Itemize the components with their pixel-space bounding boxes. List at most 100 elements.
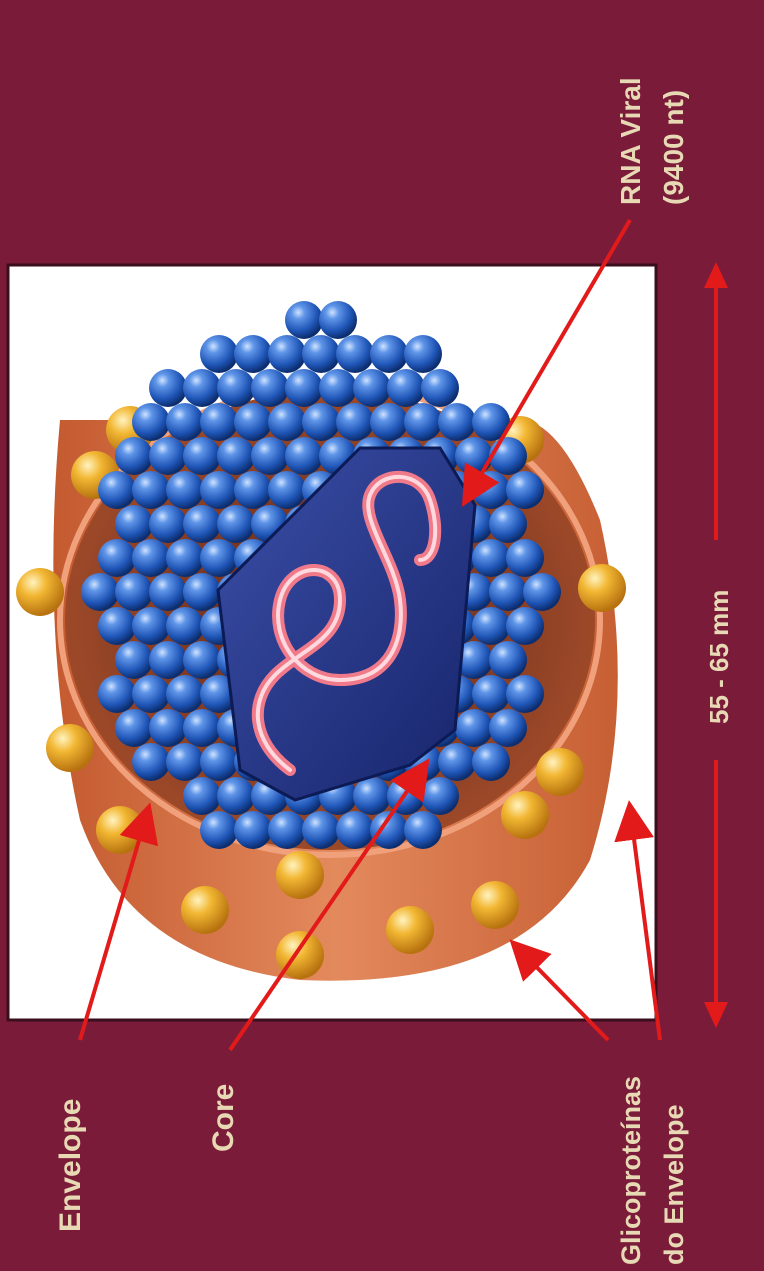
capsomere [455, 437, 493, 475]
capsomere [132, 743, 170, 781]
capsomere [149, 505, 187, 543]
glycoprotein-spike [578, 564, 626, 612]
capsomere [268, 471, 306, 509]
capsomere [183, 505, 221, 543]
capsomere [489, 437, 527, 475]
capsomere [234, 335, 272, 373]
capsomere [166, 471, 204, 509]
capsomere [98, 471, 136, 509]
capsomere [268, 811, 306, 849]
glycoprotein-label-line2: do Envelope [659, 1104, 689, 1265]
glycoprotein-spike [386, 906, 434, 954]
envelope-label: Envelope [54, 1099, 87, 1232]
capsomere [234, 471, 272, 509]
capsomere [149, 641, 187, 679]
glycoprotein-spike [471, 881, 519, 929]
capsomere [200, 811, 238, 849]
capsomere [489, 709, 527, 747]
scale-arrowhead-top [704, 262, 728, 288]
capsomere [251, 437, 289, 475]
capsomere [489, 641, 527, 679]
capsomere [217, 505, 255, 543]
capsomere [268, 335, 306, 373]
capsomere [489, 573, 527, 611]
capsomere [506, 607, 544, 645]
capsomere [166, 607, 204, 645]
capsomere [183, 369, 221, 407]
capsomere [149, 573, 187, 611]
capsomere [98, 675, 136, 713]
capsomere [353, 369, 391, 407]
scale-arrowhead-bottom [704, 1002, 728, 1028]
capsomere [370, 403, 408, 441]
capsomere [404, 403, 442, 441]
capsomere [336, 811, 374, 849]
capsomere [166, 675, 204, 713]
capsomere [98, 539, 136, 577]
capsomere [217, 777, 255, 815]
capsomere [183, 709, 221, 747]
capsomere [285, 369, 323, 407]
capsomere [285, 301, 323, 339]
capsomere [132, 539, 170, 577]
capsomere [200, 335, 238, 373]
capsomere [472, 607, 510, 645]
glycoprotein-spike [276, 851, 324, 899]
capsomere [149, 709, 187, 747]
capsomere [472, 539, 510, 577]
capsomere [217, 437, 255, 475]
capsomere [132, 607, 170, 645]
capsomere [149, 437, 187, 475]
glycoprotein-spike [46, 724, 94, 772]
capsomere [421, 369, 459, 407]
capsomere [200, 743, 238, 781]
capsomere [438, 403, 476, 441]
capsomere [302, 403, 340, 441]
capsomere [234, 811, 272, 849]
capsomere [251, 369, 289, 407]
capsomere [115, 709, 153, 747]
capsomere [506, 539, 544, 577]
capsomere [81, 573, 119, 611]
glycoprotein-spike [16, 568, 64, 616]
capsomere [268, 403, 306, 441]
capsomere [404, 335, 442, 373]
capsomere [132, 675, 170, 713]
capsomere [132, 471, 170, 509]
capsomere [353, 777, 391, 815]
capsomere [149, 369, 187, 407]
capsomere [336, 403, 374, 441]
capsomere [370, 335, 408, 373]
capsomere [438, 743, 476, 781]
capsomere [523, 573, 561, 611]
capsomere [421, 777, 459, 815]
capsomere [98, 607, 136, 645]
core-label: Core [207, 1084, 240, 1152]
capsomere [472, 675, 510, 713]
rna-label-line2: (9400 nt) [658, 90, 689, 205]
capsomere [217, 369, 255, 407]
capsomere [183, 573, 221, 611]
capsomere [183, 641, 221, 679]
capsomere [404, 811, 442, 849]
capsomere [319, 301, 357, 339]
capsomere [336, 335, 374, 373]
rna-label-line1: RNA Viral [615, 77, 646, 205]
capsomere [506, 675, 544, 713]
capsomere [302, 811, 340, 849]
capsomere [455, 709, 493, 747]
capsomere [183, 777, 221, 815]
capsomere [115, 641, 153, 679]
capsomere [319, 369, 357, 407]
capsomere [489, 505, 527, 543]
capsomere [166, 403, 204, 441]
glycoprotein-spike [181, 886, 229, 934]
capsomere [506, 471, 544, 509]
capsomere [200, 539, 238, 577]
capsomere [166, 539, 204, 577]
glycoprotein-spike [501, 791, 549, 839]
capsomere [166, 743, 204, 781]
capsomere [285, 437, 323, 475]
capsomere [472, 743, 510, 781]
